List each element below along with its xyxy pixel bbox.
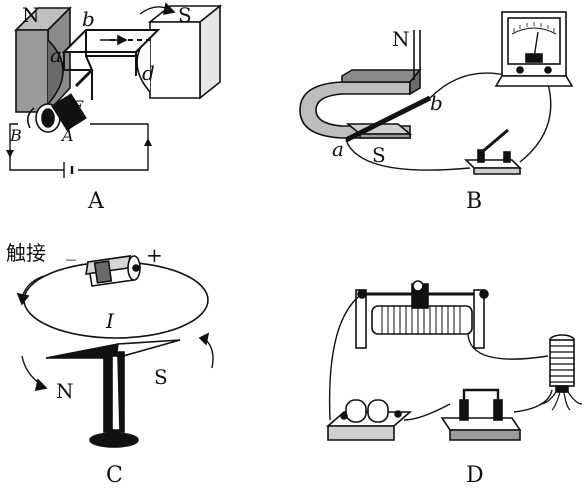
panel-b-labels: N S a b B xyxy=(332,27,482,214)
switch-d xyxy=(440,388,522,441)
battery-pack xyxy=(325,399,413,441)
label-pole-s: S xyxy=(372,143,386,167)
caption-c: C xyxy=(106,463,123,488)
label-axis-f: F xyxy=(71,97,84,116)
label-plus: + xyxy=(146,243,163,267)
knife-switch xyxy=(464,128,522,175)
panel-d-electromagnet xyxy=(325,280,583,441)
wire-a-to-switch xyxy=(345,139,471,171)
battery xyxy=(85,255,141,287)
label-needle-s: S xyxy=(154,365,168,389)
label-minus: _ xyxy=(66,237,76,261)
label-brush-a: A xyxy=(60,126,74,145)
label-coil-a: a xyxy=(50,43,62,67)
panel-b-induction xyxy=(299,11,574,175)
panel-a-labels: N S a b d B A F A xyxy=(9,3,192,214)
compass-needle xyxy=(45,339,181,448)
caption-b: B xyxy=(466,189,482,214)
u-magnet xyxy=(299,67,422,139)
rheostat xyxy=(355,280,489,349)
label-needle-n: N xyxy=(56,379,74,403)
label-magnet-n: N xyxy=(22,3,40,27)
panel-d-labels: D xyxy=(466,463,484,488)
wire-battery-switch xyxy=(403,403,451,421)
electromagnet xyxy=(539,334,583,411)
commutator xyxy=(35,68,94,133)
circuit-a xyxy=(9,123,149,178)
label-pole-n: N xyxy=(392,27,410,51)
label-rod-b: b xyxy=(430,91,443,115)
label-current: I xyxy=(105,309,115,333)
label-coil-d: d xyxy=(142,61,155,85)
brush-b xyxy=(26,107,35,129)
wire-meter-to-switch xyxy=(519,83,552,163)
label-magnet-s: S xyxy=(178,3,192,27)
caption-d: D xyxy=(466,463,484,488)
label-rod-a: a xyxy=(332,137,344,161)
caption-a: A xyxy=(87,189,105,214)
panel-c-oersted xyxy=(16,255,214,448)
coil-frame xyxy=(61,29,161,100)
brush-a xyxy=(65,111,78,131)
galvanometer xyxy=(494,11,574,87)
magnet-n-block xyxy=(14,6,72,115)
rotation-arrow-n xyxy=(21,355,45,387)
rod-ab xyxy=(344,95,432,143)
label-coil-b: b xyxy=(82,7,95,31)
label-brush-b: B xyxy=(9,126,22,145)
wire-right xyxy=(467,333,549,360)
wire-left xyxy=(328,293,363,421)
panel-a-motor xyxy=(6,2,223,178)
label-touch: 触接 xyxy=(6,241,46,265)
panel-c-labels: 触接 _ + I N S C xyxy=(6,237,168,488)
wire-switch-coil xyxy=(513,389,553,413)
